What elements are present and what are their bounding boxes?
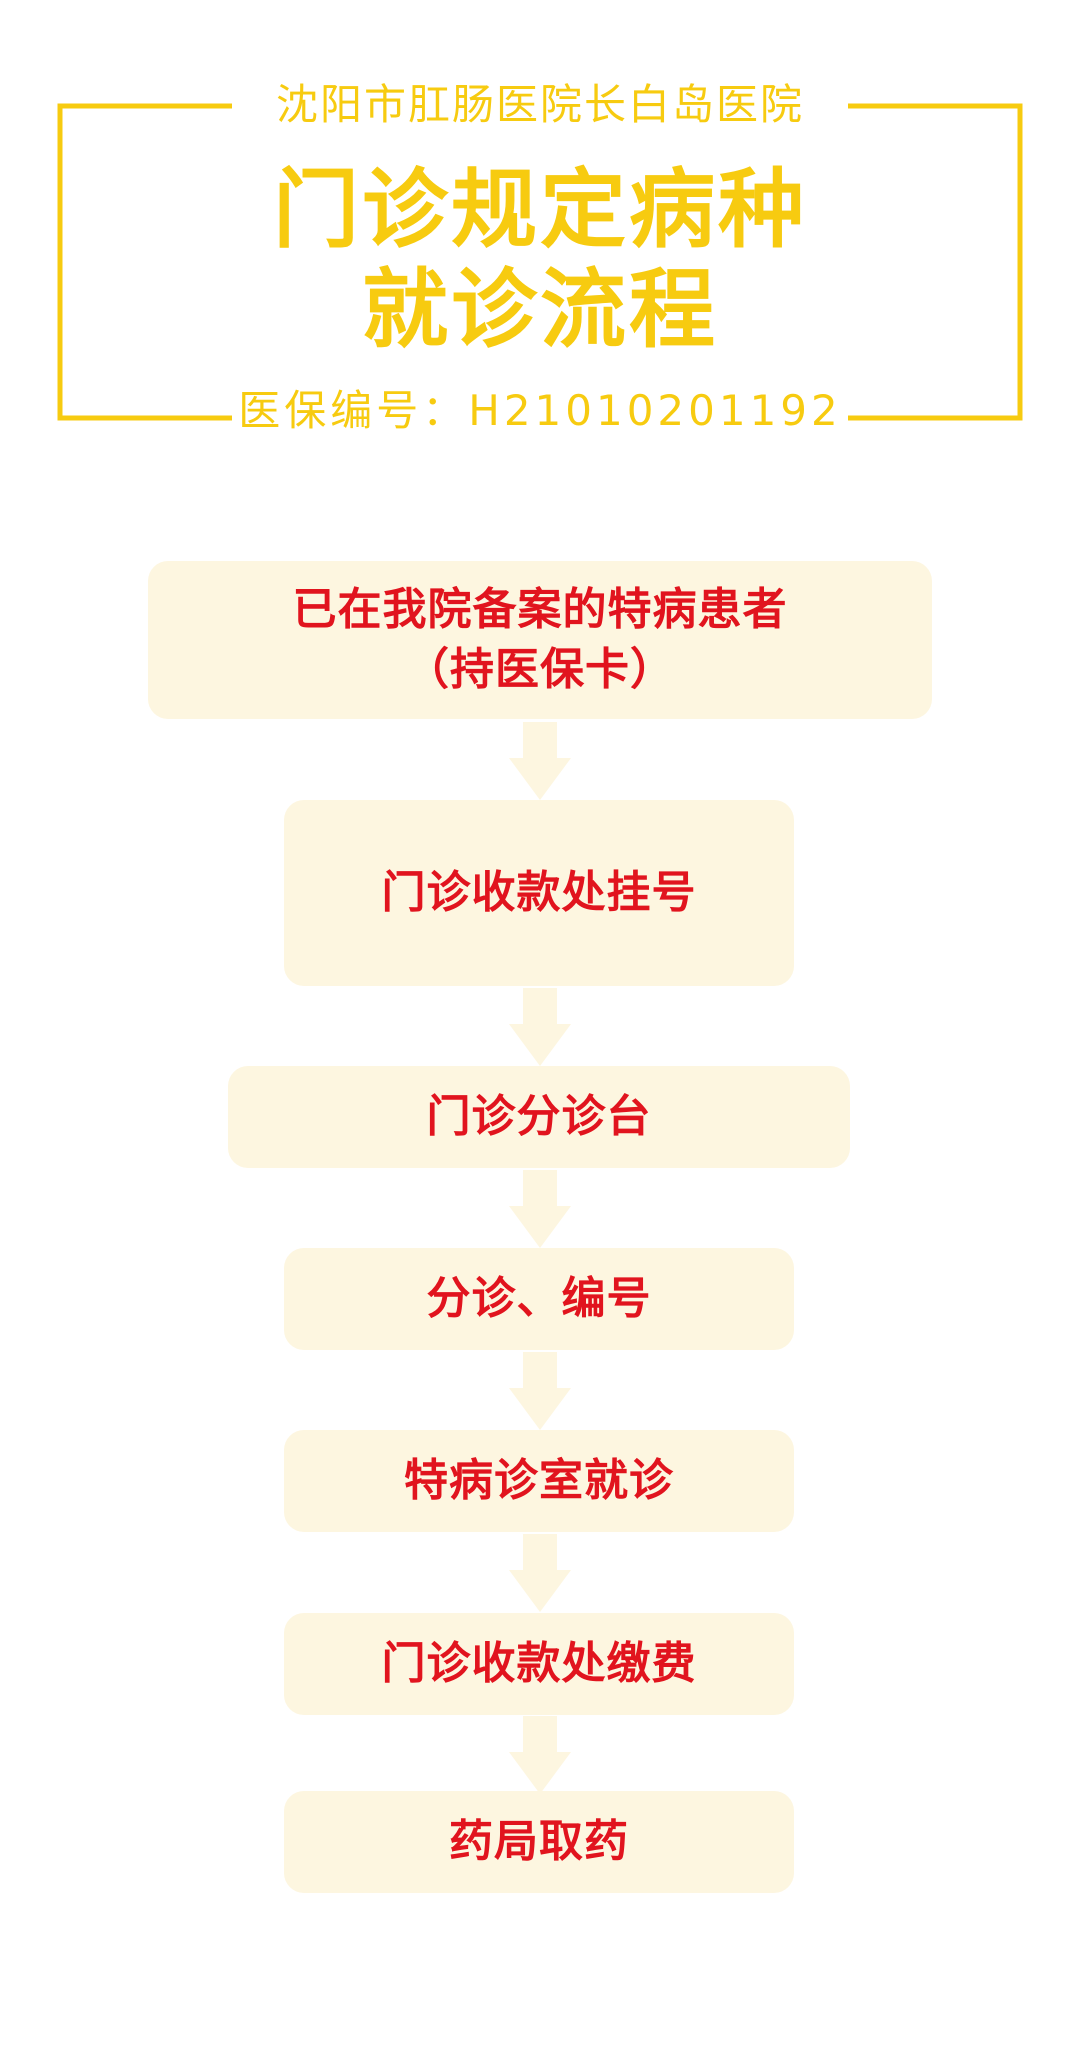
flow-step-pharmacy: 药局取药 [284, 1791, 794, 1893]
flow-step-label: 门诊分诊台 [426, 1091, 652, 1142]
flow-arrow-down-icon [509, 1534, 571, 1612]
flow-step-label: 分诊、编号 [426, 1273, 652, 1324]
page-title-line-2: 就诊流程 [362, 260, 718, 360]
flow-step-consultation: 特病诊室就诊 [284, 1430, 794, 1532]
flow-step-label: 特病诊室就诊 [404, 1455, 674, 1506]
flow-step-label: 门诊收款处挂号 [381, 867, 697, 918]
flow-step-registered-patient: 已在我院备案的特病患者 （持医保卡） [148, 561, 932, 719]
flow-arrow-down-icon [509, 1352, 571, 1430]
flow-step-label: 已在我院备案的特病患者 [292, 584, 788, 635]
flow-step-sublabel: （持医保卡） [405, 644, 675, 695]
header-frame [57, 103, 1023, 421]
flow-arrow-down-icon [509, 722, 571, 800]
hospital-name: 沈阳市肛肠医院长白岛医院 [275, 80, 804, 129]
flow-step-label: 药局取药 [449, 1816, 629, 1867]
flow-step-triage-desk: 门诊分诊台 [228, 1066, 850, 1168]
flow-step-triage-numbering: 分诊、编号 [284, 1248, 794, 1350]
insurance-code: 医保编号：H21010201192 [238, 386, 842, 435]
flow-arrow-down-icon [509, 1716, 571, 1794]
flow-arrow-down-icon [509, 988, 571, 1066]
flow-step-label: 门诊收款处缴费 [381, 1638, 697, 1689]
flow-step-registration: 门诊收款处挂号 [284, 800, 794, 986]
flow-arrow-down-icon [509, 1170, 571, 1248]
flow-step-payment: 门诊收款处缴费 [284, 1613, 794, 1715]
page-title-line-1: 门诊规定病种 [273, 160, 807, 260]
